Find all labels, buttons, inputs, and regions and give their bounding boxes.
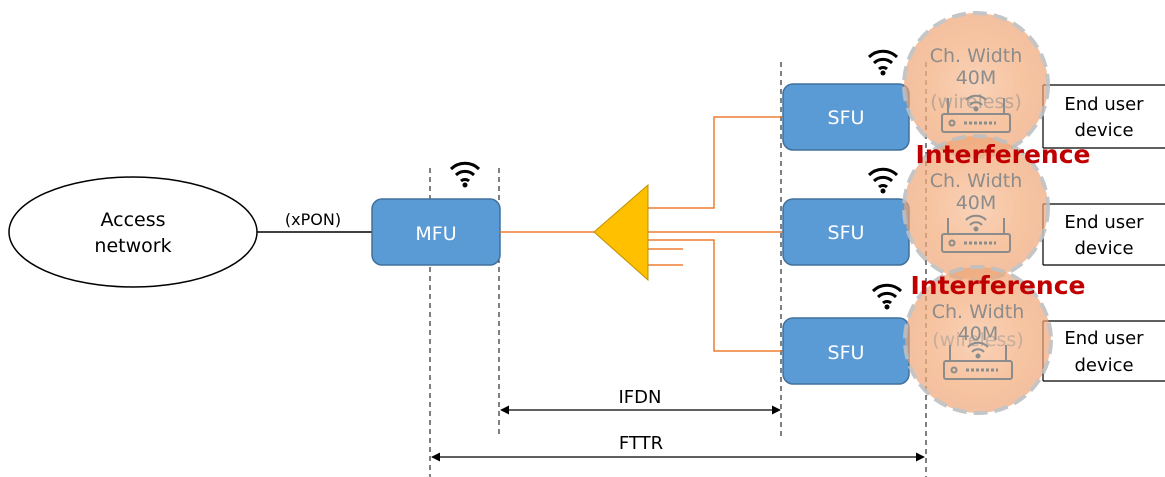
end-user-label-1b: device bbox=[1074, 120, 1133, 141]
channel-width-2b: 40M bbox=[956, 192, 997, 214]
end-user-device-1: End user device bbox=[1042, 84, 1165, 149]
interference-label-1: Interference bbox=[915, 140, 1090, 169]
interference-label-2: Interference bbox=[910, 271, 1085, 300]
channel-width-2a: Ch. Width bbox=[930, 170, 1023, 192]
splitter-triangle bbox=[593, 183, 649, 282]
end-user-label-3b: device bbox=[1074, 355, 1133, 376]
xpon-label: (xPON) bbox=[285, 210, 341, 229]
router-icon bbox=[941, 214, 1011, 253]
end-user-label-2b: device bbox=[1074, 238, 1133, 259]
end-user-device-3: End user device bbox=[1042, 320, 1165, 382]
end-user-device-2: End user device bbox=[1042, 203, 1165, 266]
sfu-label-2: SFU bbox=[828, 222, 865, 244]
fiber-branch-3 bbox=[648, 239, 783, 352]
router-icon bbox=[941, 94, 1011, 133]
end-user-label-1a: End user bbox=[1064, 94, 1144, 115]
sfu-label-3: SFU bbox=[828, 342, 865, 364]
wifi-icon bbox=[871, 283, 903, 310]
channel-width-3c: (wireless) bbox=[932, 329, 1024, 351]
channel-width-3a: Ch. Width bbox=[932, 301, 1025, 323]
fiber-branch-1 bbox=[648, 116, 783, 209]
access-network-label-1: Access bbox=[100, 209, 165, 231]
access-network-ellipse bbox=[8, 176, 258, 288]
fttr-label: FTTR bbox=[619, 433, 663, 454]
wifi-icon bbox=[867, 49, 899, 76]
end-user-label-3a: End user bbox=[1064, 328, 1144, 349]
end-user-label-2a: End user bbox=[1064, 212, 1144, 233]
mfu-label: MFU bbox=[415, 223, 456, 245]
access-network-label-2: network bbox=[94, 235, 171, 257]
channel-width-3b: 40M bbox=[958, 323, 999, 345]
channel-width-1b: 40M bbox=[956, 67, 997, 89]
ifdn-label: IFDN bbox=[619, 387, 662, 408]
sfu-box-1 bbox=[782, 83, 910, 151]
wifi-icon bbox=[867, 167, 899, 194]
wifi-icon bbox=[449, 161, 481, 188]
channel-width-1a: Ch. Width bbox=[930, 45, 1023, 67]
coverage-halo-3 bbox=[903, 265, 1053, 415]
router-icon bbox=[943, 341, 1013, 380]
sfu-label-1: SFU bbox=[828, 107, 865, 129]
